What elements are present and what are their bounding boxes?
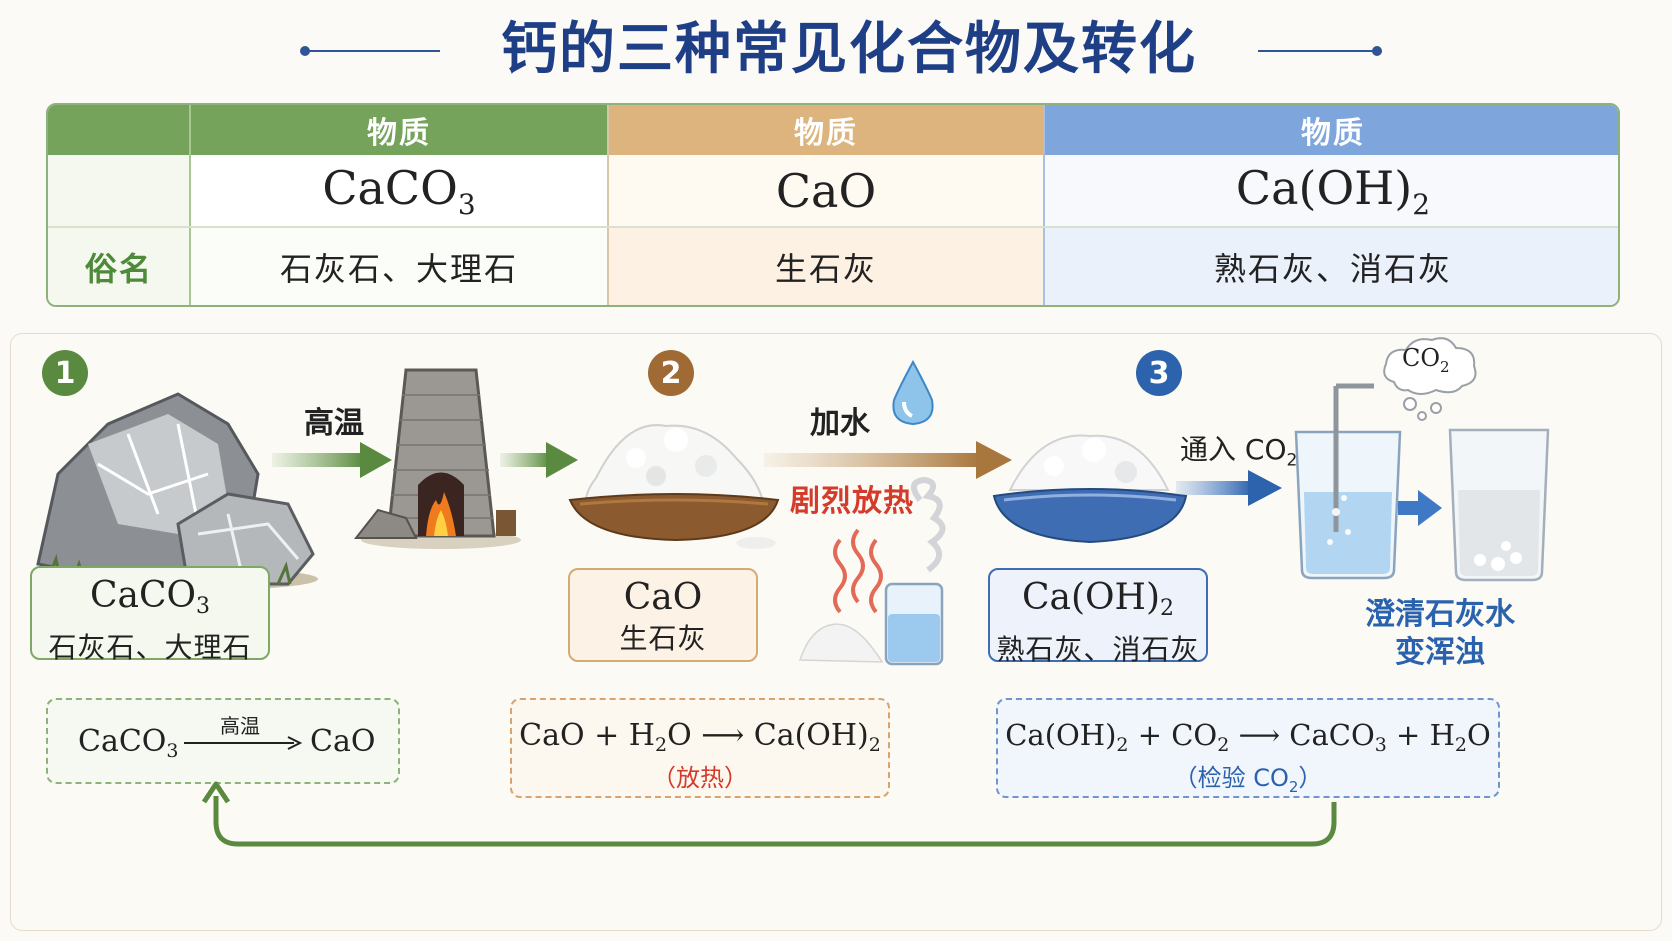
alias-cell-cao: 生石灰 bbox=[608, 227, 1044, 305]
limestone-rock-icon bbox=[36, 392, 318, 591]
slaked-lime-bowl-icon bbox=[992, 434, 1188, 544]
label-formula-caco3: CaCO3 bbox=[89, 575, 211, 619]
compound-table: 物质 物质 物质 CaCO3 CaO Ca(OH)2 俗名 石灰石、大理石 生石… bbox=[46, 103, 1620, 307]
alias-row-label: 俗名 bbox=[84, 250, 153, 288]
step-badge-2: 2 bbox=[648, 350, 694, 396]
title-rule-left bbox=[308, 50, 440, 52]
grid-line bbox=[607, 105, 609, 305]
equation-2: CaO + H2O ⟶ Ca(OH)2 bbox=[519, 718, 881, 756]
formula-caoh2: Ca(OH)2 bbox=[1235, 161, 1431, 221]
arrow-to-beaker bbox=[1176, 470, 1282, 506]
grid-line bbox=[1043, 105, 1045, 305]
water-drop-icon bbox=[892, 359, 934, 426]
result-line-1: 澄清石灰水 bbox=[1365, 597, 1515, 632]
formula-caco3: CaCO3 bbox=[322, 161, 476, 221]
header-label: 物质 bbox=[367, 116, 431, 151]
formula-cell-caoh2: Ca(OH)2 bbox=[1044, 155, 1618, 227]
equation-3-note: （检验 CO2） bbox=[1173, 764, 1323, 796]
alias-cell-caoh2: 熟石灰、消石灰 bbox=[1044, 227, 1618, 305]
co2-cloud-icon bbox=[1383, 337, 1477, 421]
alias-cao: 生石灰 bbox=[774, 250, 877, 288]
header-cell-caoh2: 物质 bbox=[1044, 105, 1618, 155]
title-dot-right bbox=[1372, 46, 1382, 56]
label-alias-cao: 生石灰 bbox=[619, 622, 707, 655]
equation-box-2: CaO + H2O ⟶ Ca(OH)2 （放热） bbox=[510, 698, 890, 798]
equation-1-condition: 高温 bbox=[220, 714, 260, 738]
beaker-with-tube-icon bbox=[1294, 383, 1402, 580]
arrow-to-quicklime bbox=[500, 442, 578, 478]
equation-box-1: CaCO3 高温 CaO bbox=[46, 698, 400, 784]
alias-cell-caco3: 石灰石、大理石 bbox=[190, 227, 608, 305]
condition-water-label: 加水 bbox=[810, 406, 870, 441]
equation-1-right: CaO bbox=[310, 724, 376, 759]
formula-cao: CaO bbox=[775, 164, 877, 218]
co2-inlet-label: 通入 CO2 bbox=[1180, 433, 1298, 471]
label-alias-caco3: 石灰石、大理石 bbox=[48, 631, 252, 664]
co2-cloud-label: CO2 bbox=[1402, 344, 1450, 376]
grid-line bbox=[189, 105, 191, 305]
header-cell-cao: 物质 bbox=[608, 105, 1044, 155]
quicklime-bowl-icon bbox=[568, 424, 780, 549]
page-title: 钙的三种常见化合物及转化 bbox=[501, 17, 1197, 82]
step-badge-1: 1 bbox=[42, 350, 88, 396]
formula-cell-cao: CaO bbox=[608, 155, 1044, 227]
equation-1-arrow bbox=[184, 736, 303, 750]
label-box-caco3: CaCO3 石灰石、大理石 bbox=[30, 566, 270, 664]
result-line-2: 变浑浊 bbox=[1395, 635, 1485, 670]
cloudy-beaker-icon bbox=[1448, 428, 1550, 582]
arrow-to-kiln bbox=[272, 442, 392, 478]
equation-1-left: CaCO3 bbox=[78, 724, 179, 762]
cycle-return-arrow bbox=[201, 781, 1337, 847]
alias-caco3: 石灰石、大理石 bbox=[279, 250, 518, 288]
result-label: 澄清石灰水 变浑浊 bbox=[1340, 596, 1540, 672]
heat-release-label: 剧烈放热 bbox=[790, 484, 914, 519]
steam-beaker-icon bbox=[798, 476, 946, 666]
title-bar: 钙的三种常见化合物及转化 bbox=[0, 14, 1672, 84]
header-corner bbox=[48, 105, 190, 155]
alias-caoh2: 熟石灰、消石灰 bbox=[1213, 250, 1452, 288]
title-dot-left bbox=[300, 46, 310, 56]
formula-cell-caco3: CaCO3 bbox=[190, 155, 608, 227]
label-formula-caoh2: Ca(OH)2 bbox=[1021, 577, 1174, 621]
label-box-caoh2: Ca(OH)2 熟石灰、消石灰 bbox=[988, 568, 1208, 666]
condition-heat-label: 高温 bbox=[304, 406, 364, 441]
row-label-column bbox=[48, 155, 190, 305]
header-label: 物质 bbox=[794, 116, 858, 151]
title-rule-right bbox=[1258, 50, 1382, 52]
grid-line bbox=[48, 226, 1618, 228]
arrow-to-slaked-lime bbox=[764, 441, 1012, 479]
equation-box-3: Ca(OH)2 + CO2 ⟶ CaCO3 + H2O （检验 CO2） bbox=[996, 698, 1500, 798]
lime-kiln-icon bbox=[353, 368, 521, 549]
alias-row-label-cell: 俗名 bbox=[48, 227, 190, 305]
label-alias-caoh2: 熟石灰、消石灰 bbox=[996, 633, 1200, 666]
arrow-to-cloudy bbox=[1398, 490, 1442, 526]
label-formula-cao: CaO bbox=[623, 577, 703, 618]
label-box-cao: CaO 生石灰 bbox=[568, 568, 758, 662]
header-cell-caco3: 物质 bbox=[190, 105, 608, 155]
step-badge-3: 3 bbox=[1136, 350, 1182, 396]
equation-2-note: （放热） bbox=[652, 764, 748, 792]
equation-3: Ca(OH)2 + CO2 ⟶ CaCO3 + H2O bbox=[1005, 718, 1491, 756]
header-label: 物质 bbox=[1301, 116, 1365, 151]
